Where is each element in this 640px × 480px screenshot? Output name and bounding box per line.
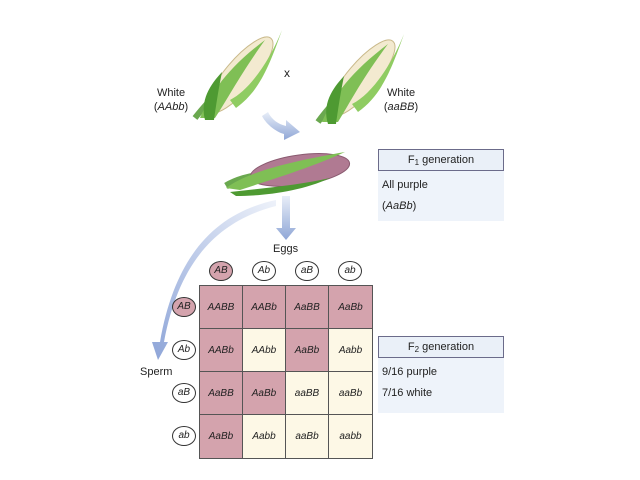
egg-gamete: aB bbox=[295, 261, 319, 281]
punnett-cell: AaBb bbox=[200, 415, 243, 458]
sperm-gamete: ab bbox=[172, 426, 196, 446]
f1-genotype-line: (AaBb) bbox=[382, 200, 417, 212]
f1-panel: F1 generation All purple (AaBb) bbox=[378, 149, 504, 221]
punnett-cell: AaBb bbox=[329, 286, 372, 329]
egg-gamete: Ab bbox=[252, 261, 276, 281]
f2-white-ratio: 7/16 white bbox=[382, 387, 433, 399]
punnett-cell: AABB bbox=[200, 286, 243, 329]
f2-panel: F2 generation 9/16 purple 7/16 white bbox=[378, 336, 504, 413]
egg-gamete: ab bbox=[338, 261, 362, 281]
parent-left-label: White (AAbb) bbox=[146, 86, 196, 114]
parent-left-genotype: AAbb bbox=[157, 101, 185, 113]
punnett-cell: AaBb bbox=[243, 372, 286, 415]
punnett-cell: AaBB bbox=[286, 286, 329, 329]
f2-purple-ratio: 9/16 purple bbox=[382, 366, 438, 378]
punnett-cell: AaBB bbox=[200, 372, 243, 415]
cross-arrow bbox=[262, 112, 300, 140]
punnett-cell: AAbb bbox=[243, 329, 286, 372]
f1-phenotype: All purple bbox=[382, 179, 428, 191]
white-corn-ear-left bbox=[192, 30, 282, 120]
sperm-arrow bbox=[152, 200, 276, 360]
punnett-cell: aaBb bbox=[329, 372, 372, 415]
parent-left-phenotype: White bbox=[156, 87, 186, 99]
sperm-gamete: aB bbox=[172, 383, 196, 403]
f1-panel-header: F1 generation bbox=[378, 149, 504, 171]
eggs-label: Eggs bbox=[273, 243, 299, 255]
white-corn-ear-right bbox=[315, 34, 404, 124]
punnett-cell: aaBB bbox=[286, 372, 329, 415]
sperm-label: Sperm bbox=[140, 366, 173, 378]
cross-symbol: x bbox=[284, 66, 290, 80]
sperm-gamete: Ab bbox=[172, 340, 196, 360]
egg-gamete: AB bbox=[209, 261, 233, 281]
f2-panel-header: F2 generation bbox=[378, 336, 504, 358]
punnett-cell: AaBb bbox=[286, 329, 329, 372]
parent-right-genotype: aaBB bbox=[387, 101, 415, 113]
punnett-cell: Aabb bbox=[329, 329, 372, 372]
punnett-cell: aabb bbox=[329, 415, 372, 458]
punnett-cell: AABb bbox=[243, 286, 286, 329]
punnett-cell: aaBb bbox=[286, 415, 329, 458]
parent-right-phenotype: White bbox=[386, 87, 416, 99]
eggs-arrow bbox=[276, 196, 296, 240]
parent-right-label: White (aaBB) bbox=[376, 86, 426, 114]
punnett-cell: Aabb bbox=[243, 415, 286, 458]
punnett-cell: AABb bbox=[200, 329, 243, 372]
purple-corn-ear bbox=[224, 152, 351, 196]
sperm-gamete: AB bbox=[172, 297, 196, 317]
